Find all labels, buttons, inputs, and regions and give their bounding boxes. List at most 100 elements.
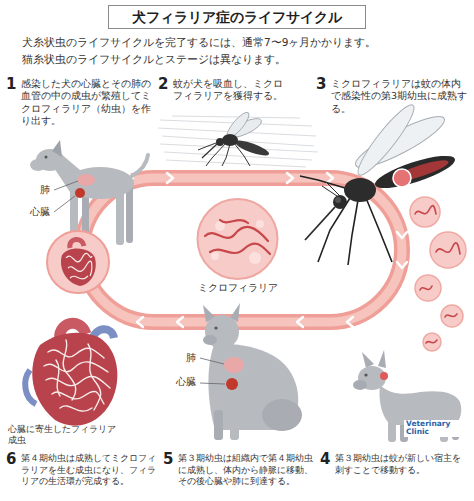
magnified-heart: [70, 276, 88, 279]
mosquito-small: [222, 144, 230, 166]
heart-with-worms: [63, 340, 76, 400]
larva-chain: [410, 197, 466, 351]
life-cycle-ring: [77, 173, 407, 327]
organ-label: 心臓: [30, 206, 50, 218]
callout-number: 4: [320, 450, 330, 468]
step-description: 第４期幼虫は成熟してミクロフィラリアを生む成虫になり、フィラリアの生活環が完成す…: [21, 453, 161, 488]
dog-with-migrating-larvae: [200, 383, 225, 384]
step-block: 3ミクロフィラリアは蚊の体内で感染性の第3期幼虫に成熟する。: [316, 78, 468, 115]
mosquito-large: [300, 176, 392, 265]
magnified-heart: [47, 231, 109, 293]
larva-chain: [410, 197, 440, 227]
step-block: 5 第３期幼虫は組織内で第４期幼虫に成熟し、体内から静脈に移動、その後心臓や肺に到…: [163, 453, 318, 488]
callout-number: 6: [6, 450, 16, 468]
mosquito-small: [234, 138, 271, 159]
infected-dog: [54, 181, 78, 190]
mosquito-large: [366, 198, 392, 262]
mosquito-small: [206, 143, 226, 166]
life-cycle-ring: [397, 262, 407, 268]
heart-with-worms: [60, 406, 92, 411]
new-host-dog: [364, 373, 367, 376]
larva-chain: [426, 340, 437, 343]
infected-dog: [52, 140, 62, 157]
magnified-heart: [70, 239, 84, 248]
life-cycle-ring: [77, 173, 407, 327]
magnified-heart: [66, 253, 92, 278]
figure-caption: 心臓に寄生したフィラリア成虫: [8, 424, 122, 447]
life-cycle-ring: [347, 317, 353, 327]
larva-chain: [410, 197, 466, 351]
larva-chain: [441, 305, 463, 327]
larva-chain: [445, 314, 457, 317]
mosquito-large: [335, 197, 341, 203]
intro-note: 猫糸状虫のライフサイクルとステージは異なります。: [22, 53, 462, 66]
microfilaria-circle: ミクロフィラリア: [180, 196, 295, 294]
heart-with-worms: [52, 391, 104, 404]
heart-with-worms: [25, 370, 36, 404]
mosquito-large: [344, 178, 376, 202]
infected-dog: [45, 156, 48, 159]
callout-number: 5: [163, 450, 173, 468]
mosquito-large: [322, 182, 339, 196]
title-box: 犬フィラリア症のライフサイクル: [108, 5, 366, 29]
stage-label: ミクロフィラリア: [180, 282, 295, 294]
callout-number: 3: [316, 75, 326, 93]
microfilaria-magnified: [205, 227, 268, 241]
step-description: 第３期幼虫は組織内で第４期幼虫に成熟し、体内から静脈に移動、その後心臓や肺に到達…: [178, 453, 318, 488]
step-block: 4第３期幼虫は蚊が新しい宿主を刺すことで移動する。: [320, 453, 468, 476]
new-host-dog: [353, 380, 367, 390]
clinic-logo: Veterinary Clinic: [404, 420, 460, 437]
microfilaria-magnified: [220, 220, 248, 223]
life-cycle-ring: [297, 317, 303, 327]
infected-dog: [126, 185, 133, 243]
dog-with-migrating-larvae: [262, 399, 302, 431]
dog-with-migrating-larvae: [230, 410, 239, 440]
step-description: 感染した犬の心臓とその肺の血管の中の成虫が繁殖してミクロフィラリア（幼虫）を作り…: [21, 78, 151, 127]
infected-dog: [66, 167, 134, 199]
infected-dog: [54, 181, 78, 212]
heart-with-worms: [48, 348, 104, 358]
heart-with-worms: [56, 360, 60, 396]
heart-with-worms: [44, 362, 108, 372]
callout-number: 1: [6, 75, 16, 93]
magnified-heart: [66, 253, 92, 262]
infected-dog: [132, 155, 148, 176]
infected-dog: [30, 159, 46, 171]
organ-label: 肺: [186, 352, 196, 364]
life-cycle-ring: [177, 317, 183, 327]
larva-chain: [423, 333, 441, 351]
heart-with-worms: [44, 340, 110, 411]
mosquito-small: [202, 144, 217, 158]
dog-with-migrating-larvae: [214, 326, 217, 329]
organ-label: 肺: [40, 184, 50, 196]
new-host-dog: [380, 372, 388, 380]
microfilaria-magnified: [210, 244, 270, 254]
microfilaria-magnified: [211, 252, 219, 260]
infected-dog: [30, 140, 148, 245]
life-cycle-ring: [327, 173, 333, 183]
mosquito-large: [372, 150, 458, 195]
life-cycle-ring: [287, 173, 293, 183]
microfilaria-magnified: [198, 199, 278, 279]
life-cycle-ring: [82, 178, 402, 322]
mosquito-small: [222, 134, 238, 146]
step-block: 1 感染した犬の心臓とその肺の血管の中の成虫が繁殖してミクロフィラリア（幼虫）を作…: [6, 78, 151, 127]
step-description: 蚊が犬を吸血し、ミクロフィラリアを獲得する。: [173, 78, 290, 103]
dog-with-migrating-larvae: [200, 358, 224, 364]
heart-with-worms: [32, 333, 117, 426]
dog-with-migrating-larvae: [214, 410, 223, 440]
mosquito-large: [305, 207, 335, 240]
larva-chain: [415, 206, 460, 343]
new-host-dog: [353, 350, 461, 442]
infected-dog: [54, 196, 75, 212]
mosquito-large: [348, 200, 358, 265]
callout-number: 2: [158, 75, 168, 93]
larva-chain: [436, 243, 460, 254]
new-host-dog: [380, 385, 462, 425]
step-block: 6 第４期幼虫は成熟してミクロフィラリアを生む成虫になり、フィラリアの生活環が完成…: [6, 453, 161, 488]
new-host-dog: [362, 352, 374, 368]
heart-with-worms: [25, 323, 117, 425]
magnified-heart: [68, 261, 92, 276]
infected-dog: [75, 188, 85, 198]
